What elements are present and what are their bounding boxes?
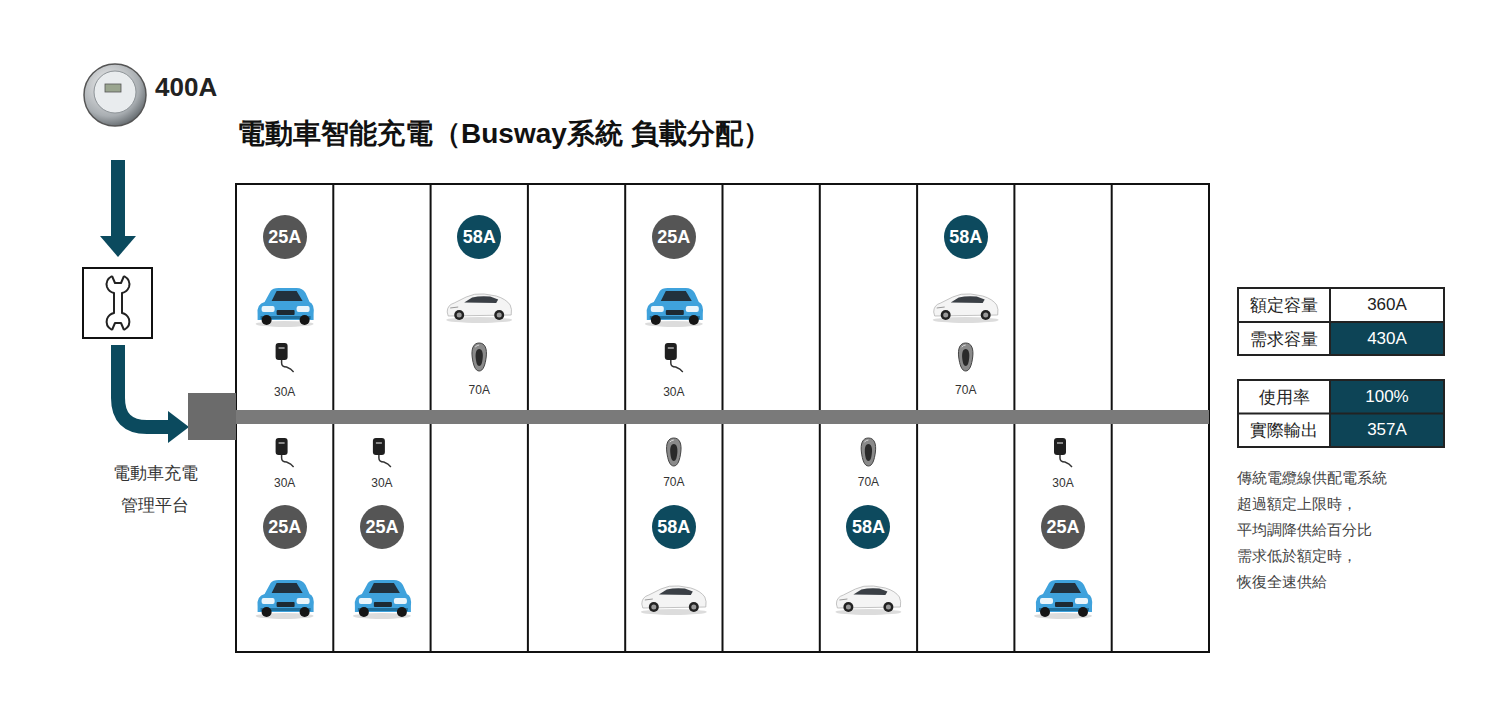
blue-ev xyxy=(256,580,314,619)
charger-rating: 70A xyxy=(663,475,684,489)
feed-arrow xyxy=(100,160,136,257)
current-circle: 58A xyxy=(457,215,501,259)
capacity-table xyxy=(1238,288,1444,355)
charger-rating: 70A xyxy=(955,383,976,397)
blue-ev xyxy=(645,288,703,327)
platform-label: 電動車充電 管理平台 xyxy=(105,458,205,522)
electric-meter xyxy=(84,64,146,126)
current-value: 58A xyxy=(463,227,496,248)
current-value: 58A xyxy=(852,517,885,538)
table-cell: 使用率 xyxy=(1259,385,1310,408)
current-circle: 25A xyxy=(1041,505,1085,549)
current-value: 25A xyxy=(1047,517,1080,538)
wallbox-charger xyxy=(665,343,683,372)
white-ev xyxy=(835,586,901,615)
current-circle: 58A xyxy=(652,505,696,549)
white-ev xyxy=(933,294,999,323)
wallbox-charger xyxy=(276,343,294,372)
current-value: 25A xyxy=(268,517,301,538)
current-circle: 25A xyxy=(263,505,307,549)
current-circle: 25A xyxy=(360,505,404,549)
current-value: 58A xyxy=(657,517,690,538)
current-value: 58A xyxy=(949,227,982,248)
busway-feed-box xyxy=(188,393,236,440)
output-table xyxy=(1238,380,1444,447)
tesla-charger xyxy=(861,438,875,466)
charger-rating: 30A xyxy=(1052,476,1073,490)
wallbox-charger xyxy=(1054,438,1072,467)
meter-rating: 400A xyxy=(155,72,217,103)
tesla-charger xyxy=(472,343,486,371)
white-ev xyxy=(446,294,512,323)
current-value: 25A xyxy=(365,517,398,538)
charger-rating: 30A xyxy=(371,476,392,490)
blue-ev xyxy=(353,580,411,619)
current-circle: 25A xyxy=(263,215,307,259)
wallbox-charger xyxy=(276,438,294,467)
current-circle: 58A xyxy=(846,505,890,549)
white-ev xyxy=(641,586,707,615)
diagram-title: 電動車智能充電（Busway系統 負載分配） xyxy=(237,115,771,153)
current-value: 25A xyxy=(657,227,690,248)
breaker-box xyxy=(83,268,152,338)
tesla-charger xyxy=(958,343,972,371)
tesla-charger xyxy=(667,438,681,466)
note-text: 傳統電纜線供配電系統 超過額定上限時， 平均調降供給百分比 需求低於額定時， 恢… xyxy=(1237,465,1412,595)
charger-rating: 70A xyxy=(858,475,879,489)
table-cell: 100% xyxy=(1365,387,1408,407)
charger-rating: 70A xyxy=(469,383,490,397)
table-cell: 需求容量 xyxy=(1250,327,1318,350)
blue-ev xyxy=(256,288,314,327)
blue-ev xyxy=(1034,580,1092,619)
table-cell: 實際輸出 xyxy=(1250,419,1318,442)
wallbox-charger xyxy=(373,438,391,467)
current-value: 25A xyxy=(268,227,301,248)
charger-rating: 30A xyxy=(274,476,295,490)
feed-arrow xyxy=(118,345,189,443)
table-cell: 額定容量 xyxy=(1250,294,1318,317)
current-circle: 25A xyxy=(652,215,696,259)
charger-rating: 30A xyxy=(274,385,295,399)
table-cell: 360A xyxy=(1367,295,1407,315)
current-circle: 58A xyxy=(944,215,988,259)
table-cell: 357A xyxy=(1367,420,1407,440)
charger-rating: 30A xyxy=(663,385,684,399)
parking-grid xyxy=(236,184,1209,652)
busway-bar xyxy=(236,410,1209,424)
table-cell: 430A xyxy=(1367,329,1407,349)
